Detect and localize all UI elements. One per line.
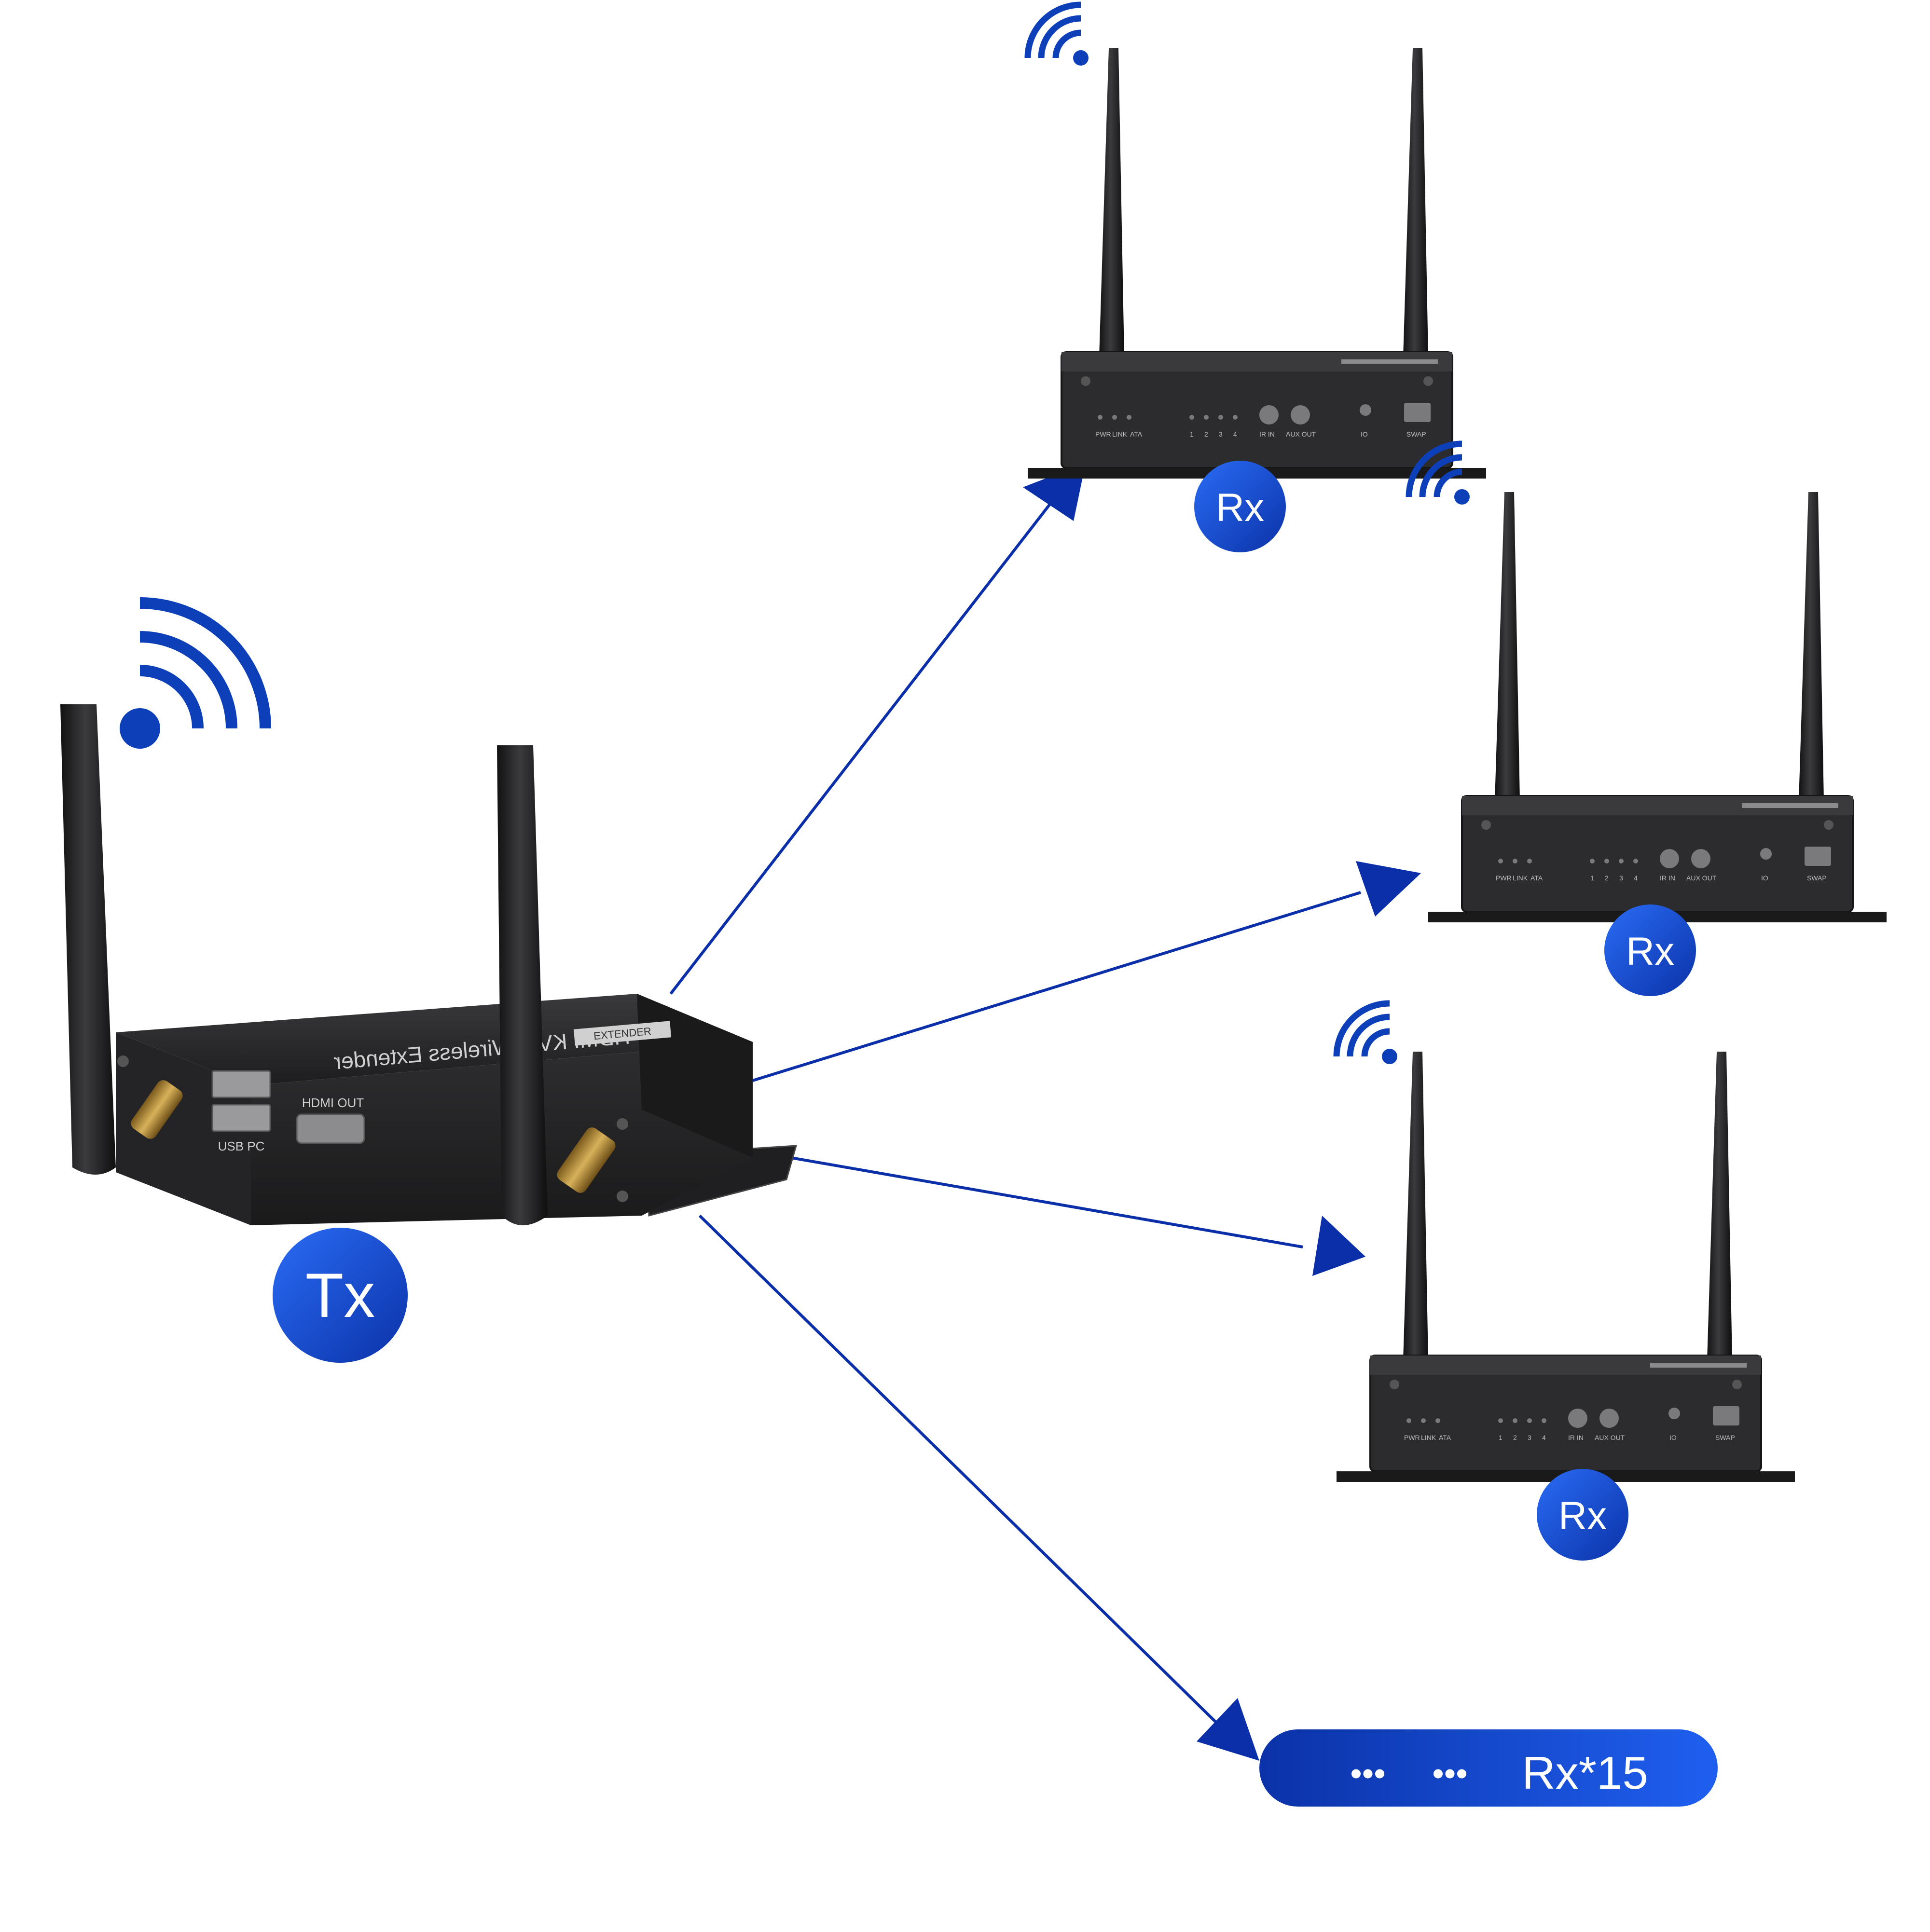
rx-1-label-io: IO	[1361, 430, 1368, 438]
rx-2-label-irin: IR IN	[1660, 874, 1675, 882]
rx-1-badge: Rx	[1194, 461, 1286, 552]
rx-1-label-ata: ATA	[1130, 430, 1143, 438]
arrow-to-rx-2	[752, 861, 1421, 1082]
rx-2-label-pwr: PWR	[1496, 874, 1512, 882]
usb-port-label: USB PC	[218, 1139, 265, 1153]
rx-3-label-irin: IR IN	[1568, 1434, 1584, 1441]
more-label: Rx*15	[1522, 1747, 1648, 1799]
rx-1-label-4: 4	[1233, 430, 1237, 438]
more-dots-2: •••	[1432, 1754, 1468, 1792]
rx-2-wifi-icon	[1406, 440, 1470, 505]
rx-3-label-2: 2	[1513, 1434, 1517, 1441]
rx-3-label-io: IO	[1669, 1434, 1677, 1441]
rx-2-label-ata: ATA	[1530, 874, 1543, 882]
more-receivers-pill: ••• ••• Rx*15	[1259, 1729, 1718, 1807]
rx-1-badge-label: Rx	[1216, 486, 1264, 530]
rx-3-label-link: LINK	[1421, 1434, 1436, 1441]
rx-device-2: PWR LINK ATA 1 2 3 4 IR IN AUX OUT IO SW…	[1406, 440, 1887, 996]
rx-1-label-1: 1	[1190, 430, 1194, 438]
rx-2-label-link: LINK	[1513, 874, 1528, 882]
tx-antenna-left	[60, 704, 116, 1175]
rx-2-badge-label: Rx	[1626, 930, 1674, 973]
rx-1-label-auxout: AUX OUT	[1286, 430, 1316, 438]
rx-3-label-3: 3	[1528, 1434, 1531, 1441]
usb-port-2	[211, 1104, 271, 1132]
rx-1-wifi-icon	[1024, 1, 1089, 66]
tx-antenna-right	[497, 745, 548, 1225]
rx-3-label-ata: ATA	[1439, 1434, 1451, 1441]
rx-1-label-3: 3	[1219, 430, 1223, 438]
rx-1-label-pwr: PWR	[1095, 430, 1111, 438]
tx-badge-label: Tx	[305, 1260, 375, 1330]
tx-badge: Tx	[273, 1228, 408, 1363]
rx-3-badge-label: Rx	[1558, 1494, 1607, 1538]
rx-device-1: PWR LINK ATA 1 2 3 4 IR IN AUX OUT IO SW…	[1024, 1, 1486, 552]
rx-3-badge: Rx	[1537, 1469, 1628, 1561]
rx-1-label-link: LINK	[1112, 430, 1128, 438]
tx-brand-plate	[573, 1021, 672, 1046]
rx-1-label-swap: SWAP	[1406, 430, 1426, 438]
rx-2-label-io: IO	[1761, 874, 1768, 882]
more-dots-1: •••	[1350, 1754, 1386, 1792]
rx-3-label-auxout: AUX OUT	[1595, 1434, 1625, 1441]
rx-2-label-auxout: AUX OUT	[1686, 874, 1717, 882]
rx-2-label-3: 3	[1619, 874, 1623, 882]
rx-3-label-swap: SWAP	[1715, 1434, 1735, 1441]
rx-1-label-irin: IR IN	[1259, 430, 1275, 438]
rx-device-3: PWR LINK ATA 1 2 3 4 IR IN AUX OUT IO SW…	[1333, 1000, 1795, 1561]
usb-port-1	[211, 1070, 271, 1098]
rx-3-label-1: 1	[1499, 1434, 1503, 1441]
tx-wifi-icon	[120, 597, 271, 749]
rx-2-label-2: 2	[1605, 874, 1609, 882]
tx-device: HDMI KVM Wireless Extender EXTENDER USB …	[60, 597, 798, 1225]
hdmi-port-label: HDMI OUT	[302, 1096, 364, 1110]
tx-top-panel	[116, 994, 753, 1085]
arrow-to-rx-1	[669, 463, 1086, 995]
hdmi-port	[296, 1113, 365, 1144]
rx-2-label-swap: SWAP	[1807, 874, 1827, 882]
arrow-to-rx-more	[698, 1214, 1259, 1761]
rx-2-badge: Rx	[1604, 904, 1696, 996]
rx-2-label-1: 1	[1590, 874, 1594, 882]
arrows	[669, 463, 1421, 1761]
rx-2-label-4: 4	[1634, 874, 1638, 882]
rx-3-label-4: 4	[1542, 1434, 1546, 1441]
arrow-to-rx-3	[791, 1156, 1365, 1276]
rx-1-label-2: 2	[1204, 430, 1208, 438]
rx-3-wifi-icon	[1333, 1000, 1397, 1064]
rx-3-label-pwr: PWR	[1404, 1434, 1420, 1441]
